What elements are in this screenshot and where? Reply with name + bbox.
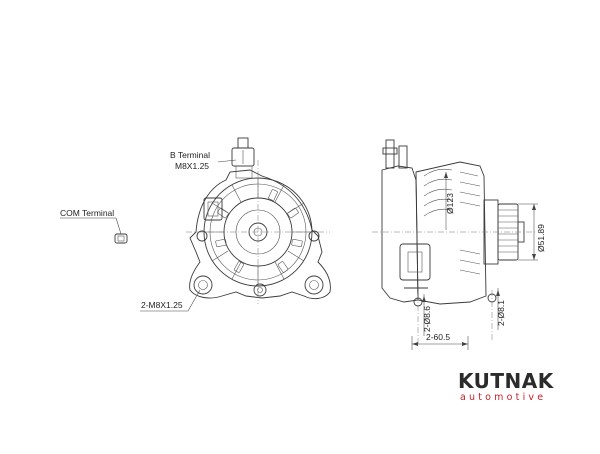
dim-hole-left: 2-Ø8.6 (422, 306, 432, 332)
side-view (372, 139, 536, 346)
b-terminal-label: B Terminal (170, 150, 210, 160)
dimension-lines (411, 172, 538, 350)
mount-holes-label: 2-M8X1.25 (141, 300, 183, 310)
dim-hole-right: 2-Ø8.1 (496, 300, 506, 326)
com-terminal-symbol (114, 233, 128, 244)
b-terminal-thread: M8X1.25 (175, 161, 209, 171)
dim-d123: Ø123 (445, 193, 455, 214)
logo-sub: automotive (460, 392, 546, 403)
mount-holes-callout: 2-M8X1.25 (140, 289, 201, 312)
front-view (186, 137, 331, 304)
b-terminal-callout: B Terminal M8X1.25 (170, 150, 237, 171)
com-terminal-label: COM Terminal (60, 208, 114, 218)
dim-spacing: 2-60.5 (426, 332, 450, 342)
kutnak-logo: KUTNAK automotive (458, 369, 555, 403)
com-terminal-callout: COM Terminal (60, 208, 122, 235)
logo-name: KUTNAK (458, 369, 555, 393)
dim-d51: Ø51.89 (536, 224, 546, 252)
